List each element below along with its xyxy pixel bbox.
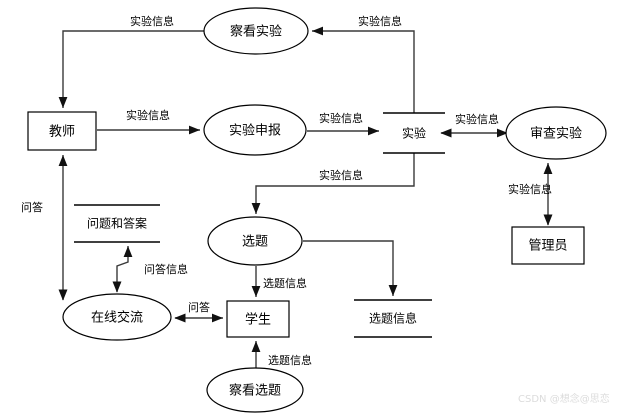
- process-review-experiment-label: 审查实验: [530, 126, 582, 142]
- connector-layer: [58, 26, 553, 368]
- process-view-topic[interactable]: 察看选题: [206, 367, 304, 413]
- process-online-chat-label: 在线交流: [91, 310, 143, 326]
- external-entity-student[interactable]: 学生: [226, 300, 290, 338]
- flow-label-f3: 实验信息: [126, 108, 170, 122]
- process-topic-selection-label: 选题: [242, 235, 268, 250]
- flow-label-f7: 实验信息: [508, 182, 552, 196]
- store-qa[interactable]: 问题和答案: [74, 204, 160, 243]
- external-entity-teacher-label: 教师: [49, 124, 75, 140]
- store-topic-label: 选题信息: [369, 311, 417, 326]
- flow-line-view-experiment-to-teacher: [58, 30, 204, 108]
- process-online-chat[interactable]: 在线交流: [62, 293, 172, 341]
- flow-label-f6: 实验信息: [319, 168, 363, 182]
- store-qa-label: 问题和答案: [87, 216, 147, 231]
- flow-line-online-chat-to-qa-store: [112, 246, 133, 293]
- flow-label-f12: 选题信息: [268, 353, 312, 367]
- flow-label-f5: 实验信息: [455, 112, 499, 126]
- flow-label-f9: 问答信息: [144, 262, 188, 276]
- watermark-text: CSDN @想念@思恋: [518, 392, 610, 405]
- flow-line-experiment-store-to-topic-selection: [251, 153, 415, 214]
- process-experiment-apply-label: 实验申报: [229, 123, 281, 139]
- external-entity-admin[interactable]: 管理员: [511, 226, 585, 265]
- flow-line-topic-selection-to-topic-store: [303, 240, 398, 296]
- process-layer: 察看实验 实验申报 审查实验 选题 在线交流 察看选题: [62, 7, 607, 413]
- store-experiment-label: 实验: [402, 126, 426, 141]
- flow-line-experiment-store-to-view-experiment: [312, 26, 415, 113]
- store-experiment[interactable]: 实验: [383, 112, 445, 154]
- flow-label-f4: 实验信息: [319, 111, 363, 125]
- store-topic[interactable]: 选题信息: [354, 299, 432, 338]
- external-entity-layer: 教师 学生 管理员: [27, 111, 585, 338]
- external-entity-student-label: 学生: [245, 312, 271, 328]
- flow-label-layer: 实验信息 实验信息 实验信息 实验信息 实验信息 实验信息 实验信息 问答 问答…: [21, 14, 552, 367]
- process-topic-selection[interactable]: 选题: [207, 216, 303, 266]
- process-view-topic-label: 察看选题: [229, 383, 281, 399]
- external-entity-teacher[interactable]: 教师: [27, 111, 97, 151]
- flow-label-f1: 实验信息: [130, 14, 174, 28]
- process-view-experiment-label: 察看实验: [230, 24, 282, 40]
- external-entity-admin-label: 管理员: [528, 239, 567, 254]
- flow-label-f2: 实验信息: [358, 14, 402, 28]
- process-experiment-apply[interactable]: 实验申报: [203, 104, 307, 156]
- process-review-experiment[interactable]: 审查实验: [505, 106, 607, 160]
- flow-label-f8: 问答: [21, 200, 43, 214]
- store-layer: 实验 问题和答案 选题信息: [74, 112, 445, 338]
- flow-label-f11: 选题信息: [263, 276, 307, 290]
- flow-label-f10: 问答: [188, 300, 210, 314]
- process-view-experiment[interactable]: 察看实验: [203, 7, 309, 55]
